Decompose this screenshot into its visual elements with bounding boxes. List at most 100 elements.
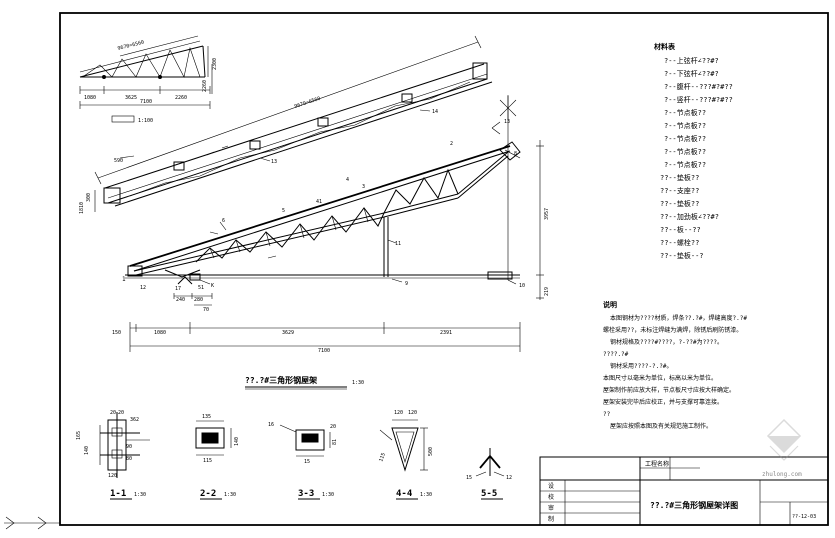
section-4-4-drawing: [379, 419, 428, 472]
title-block-side-3: 审: [548, 504, 554, 512]
elev-tag-3: 3: [362, 184, 365, 190]
sec1-dim-b: 20: [118, 410, 124, 416]
elev-tag-8: 8: [514, 151, 517, 157]
inclined-tag-300: 300: [86, 193, 92, 202]
inclined-tag-13: 13: [271, 159, 277, 165]
overall-dim-height: 2300: [212, 58, 218, 70]
elev-tag-5: 5: [282, 208, 285, 214]
overall-dim-height-2: 2260: [202, 80, 208, 92]
section-2-2-scale: 1:30: [224, 492, 236, 498]
material-item-10: ??--垫板??: [660, 173, 699, 182]
elev-dim-240: 240: [176, 297, 185, 303]
title-block-side-1: 设: [548, 482, 554, 490]
sec1-dim-g: 80: [126, 456, 132, 462]
elev-tag-6: 6: [222, 218, 225, 224]
elev-bottom-dim-1080: 1080: [154, 330, 166, 336]
material-list-heading: 材料表: [653, 42, 676, 51]
notes-line-5: 钢材采用????-?.?#。: [610, 362, 673, 370]
notes-heading: 说明: [603, 300, 617, 309]
overall-truss-diagram: [79, 35, 213, 109]
overall-dim-1: 1080: [84, 95, 96, 101]
watermark-text: zhulong.com: [762, 471, 802, 478]
overall-dim-total: 7100: [140, 99, 152, 105]
title-block-side-2: 校: [548, 493, 554, 501]
notes-line-2: 螺栓采用??，未标注焊缝为满焊，除锈后刷防锈漆。: [603, 326, 742, 334]
sec2-dim-b: 115: [203, 458, 212, 464]
sec4-dim-d: 115: [378, 452, 387, 463]
section-4-4-scale: 1:30: [420, 492, 432, 498]
sec1-dim-f: 90: [126, 444, 132, 450]
overall-dim-3: 2260: [175, 95, 187, 101]
notes-line-6: 本图尺寸以毫米为单位，标高以米为单位。: [603, 374, 717, 382]
elev-tag-10: 10: [519, 283, 525, 289]
notes-line-4: ????.?#: [603, 351, 629, 358]
inclined-chord-view: [94, 35, 493, 212]
material-item-11: ??--支座??: [660, 186, 699, 195]
sec1-dim-e: 140: [84, 446, 90, 455]
elevation-caption-scale: 1:30: [352, 380, 364, 386]
sec3-dim-a: 16: [268, 422, 274, 428]
sec4-dim-c: 500: [428, 447, 434, 456]
section-2-2-label: 2-2: [200, 489, 216, 499]
inclined-tag-590: 590: [114, 158, 123, 164]
elev-tag-2: 2: [450, 141, 453, 147]
material-item-1: ?--上弦杆∠??#?: [664, 56, 719, 65]
overall-dim-2: 3625: [125, 95, 137, 101]
material-item-8: ?--节点板??: [664, 147, 706, 156]
elev-tag-17: 17: [175, 286, 181, 292]
sec5-dim-b: 12: [506, 475, 512, 481]
elev-bottom-dim-total: 7100: [318, 348, 330, 354]
elev-tag-11: 11: [395, 241, 401, 247]
title-block-drawing-no: ??-12-03: [792, 514, 816, 520]
elev-dim-280: 280: [194, 297, 203, 303]
sheet-border: [4, 12, 829, 530]
section-1-1-drawing: [99, 412, 150, 478]
elev-bottom-dim-2391: 2391: [440, 330, 452, 336]
material-item-12: ??--垫板??: [660, 199, 699, 208]
section-5-5-drawing: [475, 448, 505, 477]
sec1-dim-h: 120: [108, 473, 117, 479]
elev-bottom-dim-3629: 3629: [282, 330, 294, 336]
material-item-6: ?--节点板??: [664, 121, 706, 130]
sec1-dim-c: 362: [130, 417, 139, 423]
section-1-1-scale: 1:30: [134, 492, 146, 498]
section-5-5-label: 5-5: [481, 489, 497, 499]
elev-tag-51: 51: [198, 285, 204, 291]
material-item-2: ?--下弦杆∠??#?: [664, 69, 719, 78]
notes-line-7: 屋架制作前应放大样，节点板尺寸应按大样确定。: [603, 386, 735, 394]
overall-caption-box: [111, 115, 135, 123]
title-block-title: ??.?#三角形钢屋架详图: [650, 500, 738, 510]
elev-dim-right: 3957: [544, 208, 550, 220]
title-block-row-label: 工程名称: [645, 460, 669, 468]
notes-line-8: 屋架安装完毕后应校正，并与支撑可靠连接。: [603, 398, 723, 406]
material-item-15: ??--螺栓??: [660, 238, 699, 247]
sec4-dim-a: 120: [394, 410, 403, 416]
material-item-3: ?--腹杆--???#?#??: [664, 82, 733, 91]
material-item-16: ??--垫板--?: [660, 251, 704, 260]
sec1-dim-d: 165: [76, 431, 82, 440]
material-item-7: ?--节点板??: [664, 134, 706, 143]
sec4-dim-b: 120: [408, 410, 417, 416]
section-3-3-drawing: [279, 424, 331, 457]
section-2-2-drawing: [195, 420, 232, 456]
zhulong-logo-icon: [766, 418, 802, 461]
truss-elevation: [125, 95, 544, 300]
sec2-dim-c: 140: [234, 437, 240, 446]
inclined-tag-1810: 1810: [79, 202, 85, 214]
section-1-1-label: 1-1: [110, 489, 126, 499]
notes-line-3: 钢材规格及????#????，?-??#为????。: [610, 338, 723, 346]
elev-detail-dims: [173, 293, 213, 306]
elev-dim-70: 70: [203, 307, 209, 313]
notes-line-1: 本图钢材为????材质，焊条??.?#，焊缝高度?.?#: [610, 314, 747, 322]
elev-tag-k: K: [211, 283, 214, 289]
elev-tag-12: 12: [140, 285, 146, 291]
material-item-13: ??--加劲板∠??#?: [660, 212, 719, 221]
notes-line-9: ??: [603, 411, 611, 418]
elev-tag-1: 1: [122, 276, 126, 283]
notes-line-10: 屋架应按照本图及有关规范施工制作。: [610, 422, 712, 430]
sec5-dim-a: 15: [466, 475, 472, 481]
overall-scale-label: 1:100: [138, 118, 153, 124]
sec3-dim-d: 81: [332, 439, 338, 445]
